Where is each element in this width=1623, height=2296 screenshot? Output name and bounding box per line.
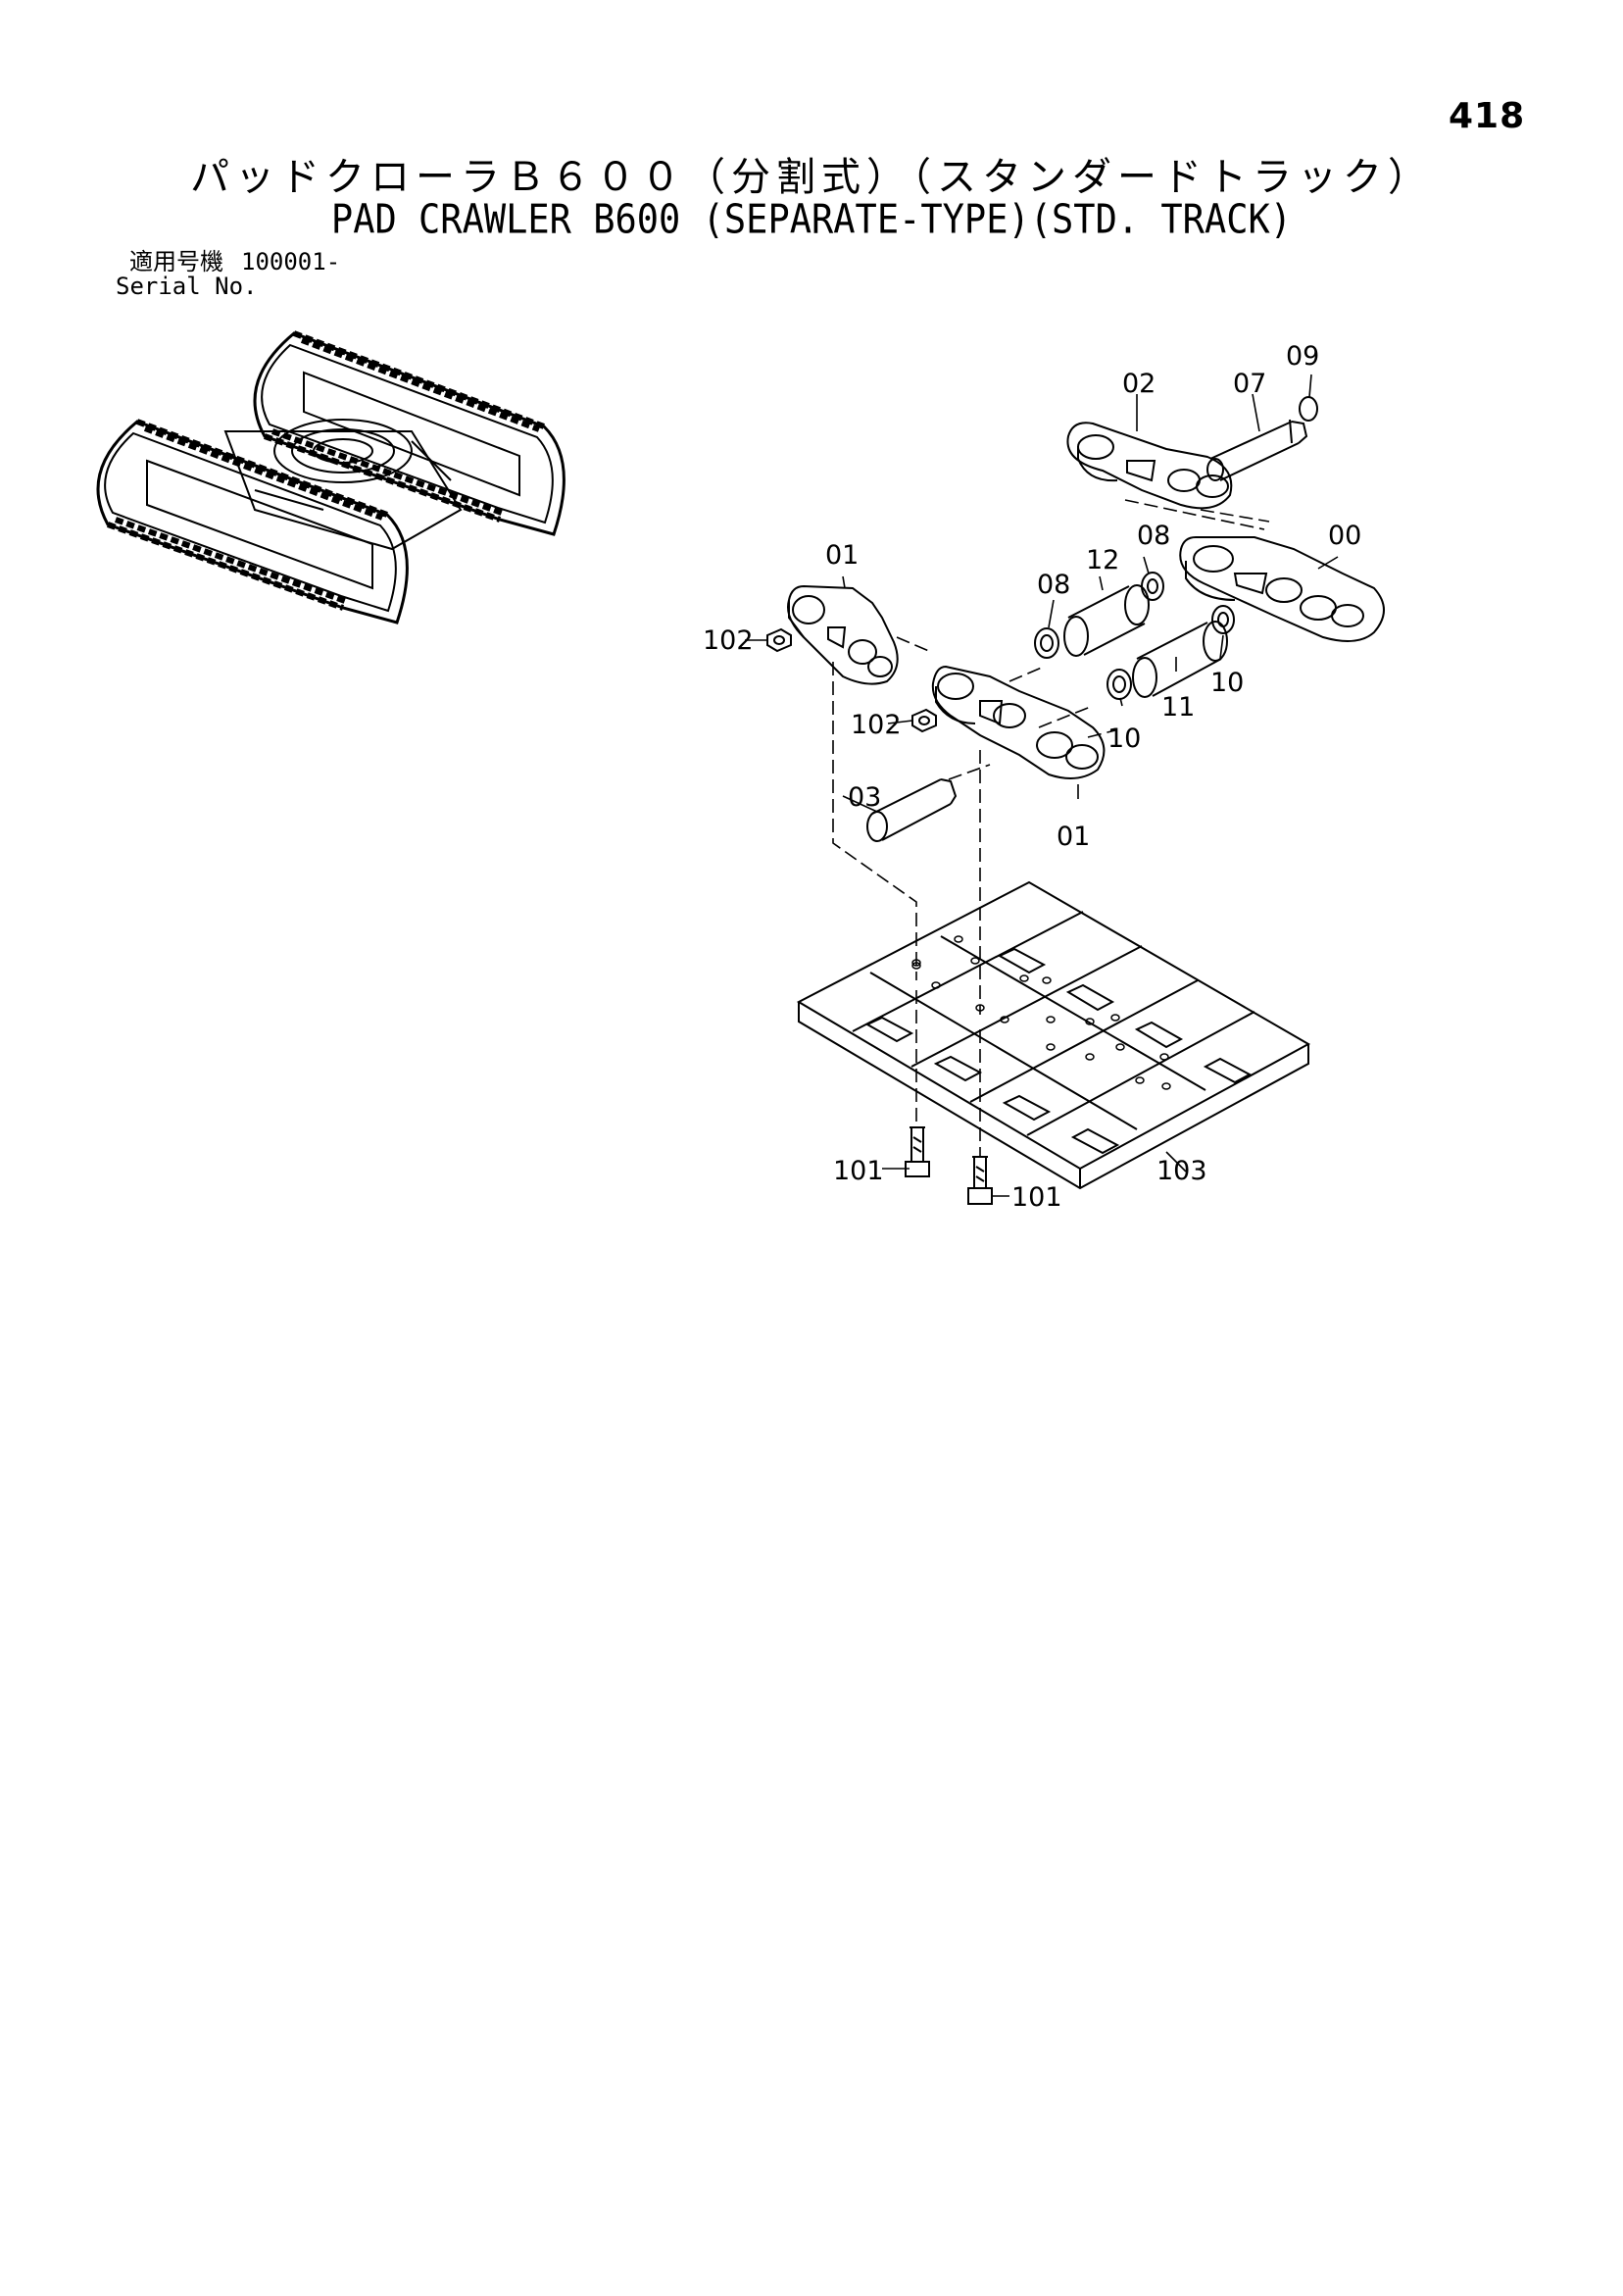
serial-block: 適用号機 100001- Serial No. — [116, 250, 340, 299]
callout-102-upper: 102 — [703, 625, 754, 656]
link-00 — [1179, 536, 1385, 642]
callout-08-upper: 08 — [1137, 521, 1170, 551]
bushing-11 — [1132, 621, 1228, 698]
snap-ring-09 — [1299, 396, 1318, 422]
callout-07: 07 — [1233, 369, 1266, 399]
callout-08-lower: 08 — [1037, 570, 1070, 600]
callout-10-left: 10 — [1107, 724, 1141, 754]
seal-10-left — [1107, 669, 1132, 700]
callout-103: 103 — [1156, 1156, 1207, 1186]
callout-10-right: 10 — [1210, 668, 1244, 698]
link-01-left — [787, 584, 899, 685]
nut-102-upper — [766, 627, 792, 653]
seal-08-lower — [1034, 627, 1059, 659]
bushing-12 — [1063, 584, 1150, 657]
pin-07 — [1206, 419, 1308, 481]
callout-01-upper: 01 — [825, 540, 859, 571]
callout-12: 12 — [1086, 545, 1119, 575]
seal-10-right — [1211, 605, 1235, 634]
link-01-centre — [931, 665, 1106, 779]
callout-09: 09 — [1286, 341, 1319, 372]
page-number: 418 — [1449, 96, 1526, 136]
callout-101-right: 101 — [1011, 1182, 1062, 1213]
callout-102-lower: 102 — [851, 710, 902, 740]
serial-label-en: Serial No. — [116, 273, 258, 300]
serial-label-jp: 適用号機 — [129, 248, 223, 275]
callout-11: 11 — [1161, 692, 1195, 723]
link-02 — [1066, 422, 1233, 510]
undercarriage-overview — [96, 330, 566, 624]
callout-101-left: 101 — [833, 1156, 884, 1186]
callout-02: 02 — [1122, 369, 1156, 399]
callout-01-lower: 01 — [1057, 822, 1090, 852]
track-shoe-103 — [796, 880, 1311, 1190]
seal-08-upper — [1141, 572, 1164, 601]
serial-value: 100001- — [241, 248, 341, 275]
callout-labels: 02 07 09 08 12 00 08 01 10 11 10 102 102… — [703, 341, 1361, 1213]
nut-102-lower — [911, 708, 937, 733]
callout-00: 00 — [1328, 521, 1361, 551]
bolt-101-left — [905, 1126, 930, 1177]
title-english: PAD CRAWLER B600 (SEPARATE-TYPE)(STD. TR… — [330, 195, 1293, 243]
callout-03: 03 — [848, 782, 881, 813]
bolt-101-right — [967, 1156, 993, 1205]
title-japanese: パッドクローラＢ６００（分割式）（スタンダードトラック） — [190, 155, 1433, 200]
